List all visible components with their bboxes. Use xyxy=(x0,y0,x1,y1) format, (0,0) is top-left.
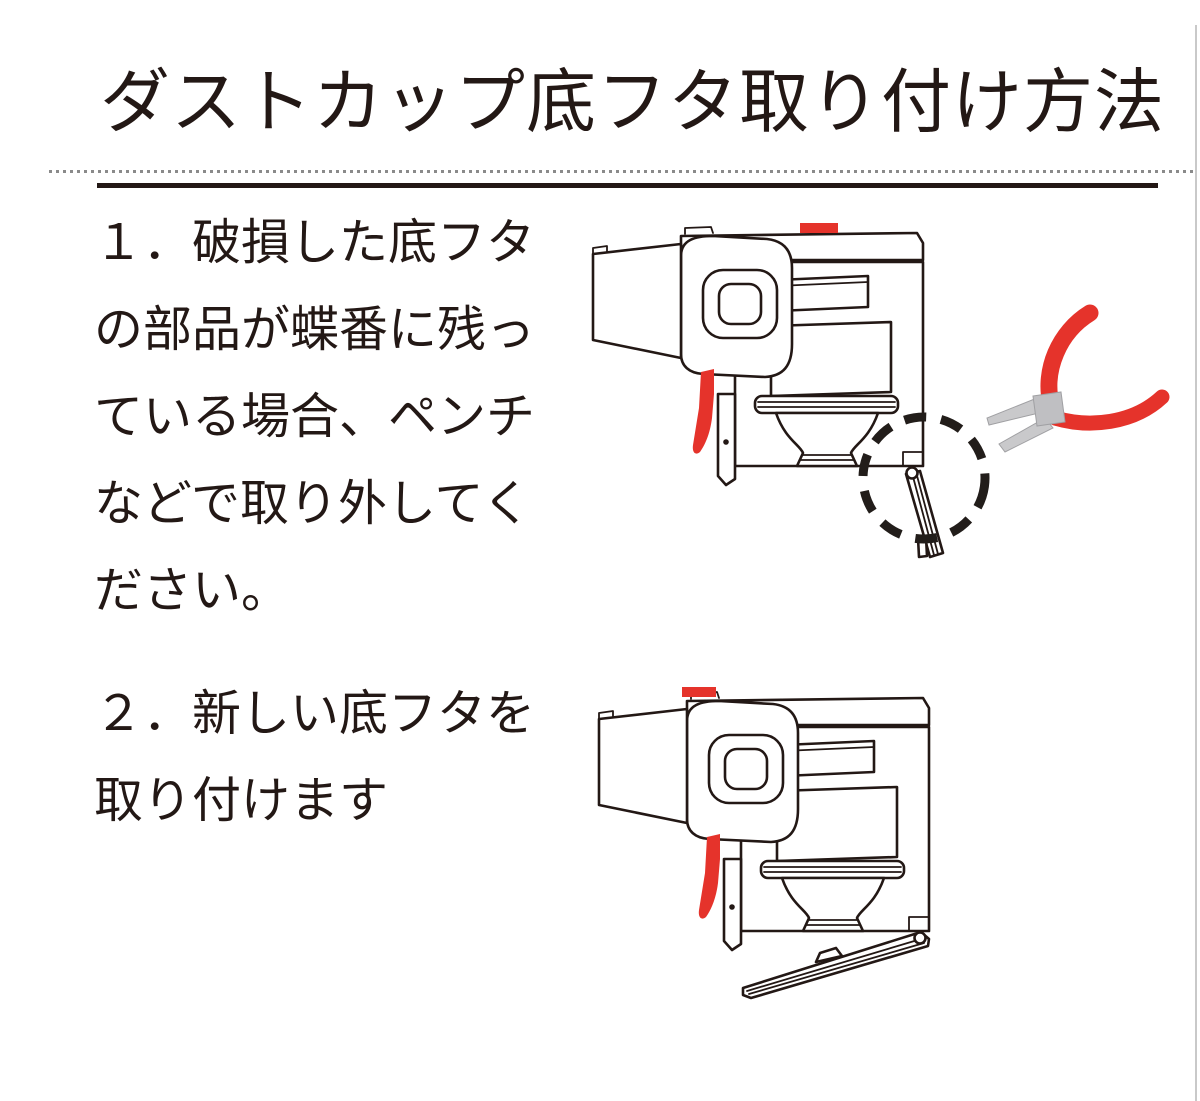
pliers-pivot xyxy=(1032,391,1066,427)
solid-divider xyxy=(97,183,1158,188)
vacuum-illustration-step1 xyxy=(591,223,1170,559)
step1-line: などで取り外してく xyxy=(94,477,532,531)
step1-line: の部品が蝶番に残っ xyxy=(94,303,536,357)
step2-text: ２．新しい底フタを 取り付けます xyxy=(94,671,535,845)
new-bottom-lid-open xyxy=(741,930,931,1000)
pliers-handle-lower xyxy=(1047,389,1170,431)
page-title: ダストカップ底フタ取り付け方法 xyxy=(100,63,1165,141)
broken-lid-fragment xyxy=(904,466,945,559)
hinge-pin xyxy=(905,466,919,480)
lid-tab xyxy=(814,946,844,964)
step1-line: ださい。 xyxy=(94,564,291,618)
step1-line: ている場合、ペンチ xyxy=(94,390,536,444)
step2-line: ２．新しい底フタを xyxy=(94,687,536,741)
pliers-jaw-lower xyxy=(998,417,1054,453)
pliers-handle-upper xyxy=(1040,304,1099,413)
dashed-highlight-circle xyxy=(858,412,990,544)
vacuum-illustration-step2 xyxy=(597,687,931,1000)
hinge-pin xyxy=(913,931,927,945)
step2-line: 取り付けます xyxy=(94,774,389,828)
red-top-accent xyxy=(800,223,838,233)
page-right-border xyxy=(1195,25,1197,1101)
red-top-accent xyxy=(682,687,716,697)
step1-line: １．破損した底フタ xyxy=(94,216,536,270)
pliers xyxy=(986,304,1170,453)
step1-text: １．破損した底フタ の部品が蝶番に残っ ている場合、ペンチ などで取り外してく … xyxy=(94,200,535,635)
dotted-divider xyxy=(49,170,1197,173)
